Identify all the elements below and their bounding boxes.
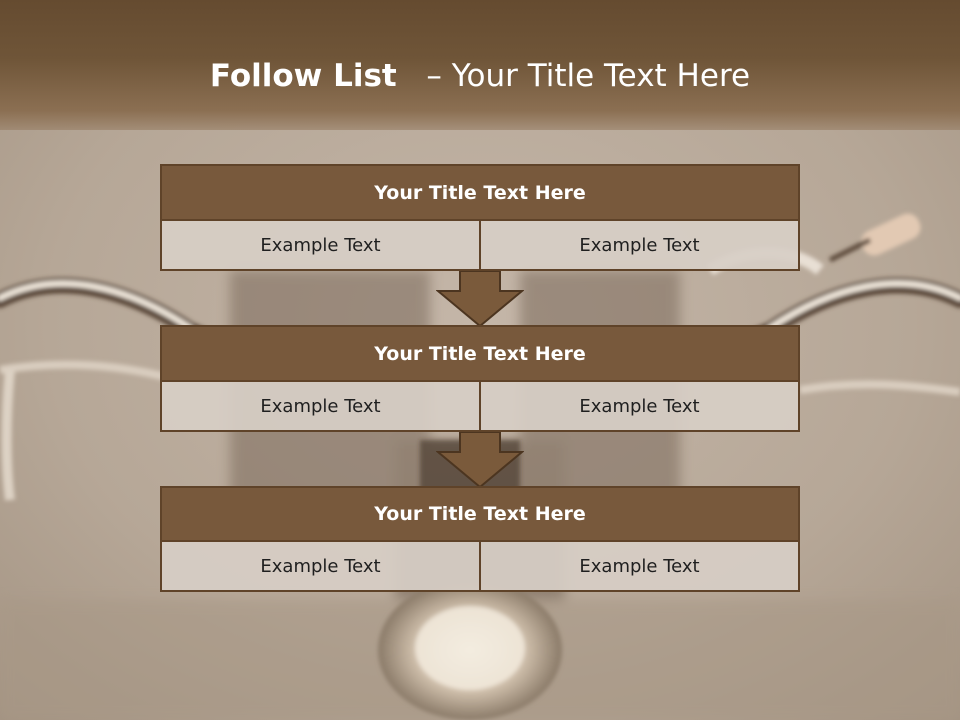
- block-title: Your Title Text Here: [160, 486, 800, 542]
- block-cell-left: Example Text: [162, 382, 479, 430]
- down-arrow-icon: [436, 432, 524, 488]
- title-band: [0, 0, 960, 130]
- list-block-2: Your Title Text Here Example Text Exampl…: [160, 325, 800, 432]
- block-title: Your Title Text Here: [160, 325, 800, 382]
- slide-title-rest: Your Title Text Here: [451, 58, 751, 94]
- block-cell-right: Example Text: [479, 221, 798, 269]
- list-block-3: Your Title Text Here Example Text Exampl…: [160, 486, 800, 592]
- block-row: Example Text Example Text: [160, 221, 800, 271]
- down-arrow-icon: [436, 271, 524, 327]
- slide-title-separator: –: [426, 58, 442, 94]
- slide-title: Follow List – Your Title Text Here: [0, 56, 960, 96]
- block-cell-right: Example Text: [479, 542, 798, 590]
- block-cell-left: Example Text: [162, 221, 479, 269]
- block-cell-left: Example Text: [162, 542, 479, 590]
- block-row: Example Text Example Text: [160, 542, 800, 592]
- slide-title-bold: Follow List: [209, 58, 397, 94]
- block-cell-right: Example Text: [479, 382, 798, 430]
- list-block-1: Your Title Text Here Example Text Exampl…: [160, 164, 800, 271]
- block-title: Your Title Text Here: [160, 164, 800, 221]
- block-row: Example Text Example Text: [160, 382, 800, 432]
